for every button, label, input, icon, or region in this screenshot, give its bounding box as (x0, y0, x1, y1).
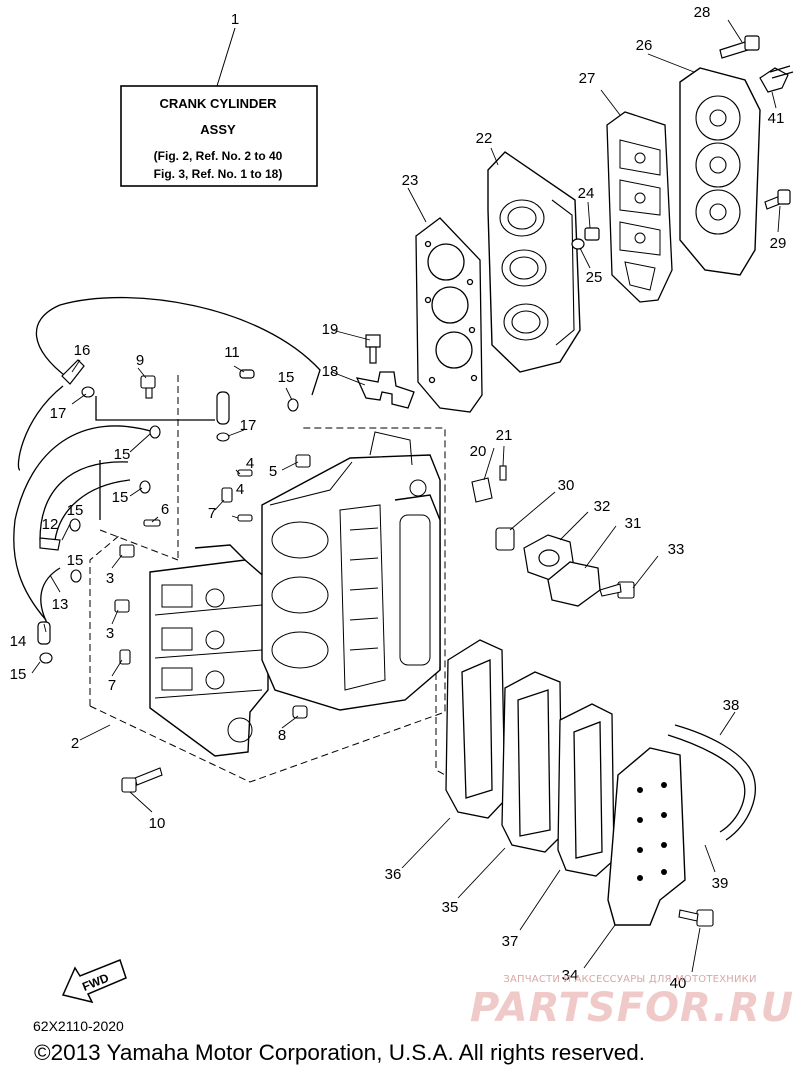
small-fasteners (114, 375, 714, 927)
callout-21: 21 (496, 427, 513, 444)
callout-15b: 15 (67, 552, 84, 569)
callout-32: 32 (594, 498, 611, 515)
callout-33: 33 (668, 541, 685, 558)
exhaust-plate-35 (501, 671, 563, 853)
callout-7a: 7 (208, 505, 216, 522)
callout-8: 8 (278, 727, 286, 744)
cylinder-head-22 (487, 151, 581, 373)
head-gasket-23 (415, 217, 483, 413)
callout-1: 1 (231, 11, 239, 28)
hose-14 (37, 621, 51, 645)
callout-16: 16 (74, 342, 91, 359)
thermostat-cover-31 (547, 561, 601, 607)
clamp-bracket-18 (355, 371, 415, 409)
hoses (13, 296, 321, 626)
watermark: ЗАПЧАСТИ И АКСЕССУАРЫ ДЛЯ МОТОТЕХНИКИ PA… (470, 974, 795, 1031)
callout-23: 23 (402, 172, 419, 189)
callout-15a: 15 (10, 666, 27, 683)
watermark-logo: PARTSFOR.RU (470, 985, 795, 1031)
head-cover-26 (679, 67, 761, 276)
callout-15d: 15 (112, 489, 129, 506)
info-title-1: CRANK CYLINDER (160, 96, 278, 111)
leader-lines (31, 19, 781, 973)
callout-3b: 3 (106, 625, 114, 642)
hose-16 (61, 359, 85, 385)
exhaust-gasket-36 (445, 639, 506, 819)
callout-12: 12 (42, 516, 59, 533)
exhaust-cover-34 (607, 747, 686, 926)
assembly-outline (89, 375, 446, 783)
callout-15c: 15 (67, 502, 84, 519)
callout-37: 37 (502, 933, 519, 950)
callout-11: 11 (224, 344, 240, 361)
info-box: CRANK CYLINDER ASSY (Fig. 2, Ref. No. 2 … (120, 27, 318, 187)
callout-31: 31 (625, 515, 642, 532)
callout-7b: 7 (108, 677, 116, 694)
callout-20: 20 (470, 443, 487, 460)
callout-40: 40 (670, 975, 687, 992)
bolt-19 (365, 334, 381, 364)
drawing-code: 62X2110-2020 (33, 1018, 124, 1034)
info-ref-1: (Fig. 2, Ref. No. 2 to 40 (154, 149, 283, 163)
callout-14: 14 (10, 633, 27, 650)
fwd-arrow: FWD (61, 959, 127, 1004)
callout-36: 36 (385, 866, 402, 883)
callout-34: 34 (562, 967, 579, 984)
callout-29: 29 (770, 235, 787, 252)
callout-3a: 3 (106, 570, 114, 587)
head-cover-gasket-27 (606, 111, 673, 303)
plug-24 (571, 227, 600, 250)
callout-28: 28 (694, 4, 711, 21)
bolt-28 (719, 35, 760, 59)
callout-38: 38 (723, 697, 740, 714)
callout-24: 24 (578, 185, 595, 202)
callout-18: 18 (322, 363, 339, 380)
callout-22: 22 (476, 130, 493, 147)
crankcase (149, 544, 269, 757)
info-ref-2: Fig. 3, Ref. No. 1 to 18) (154, 167, 283, 181)
callout-4b: 4 (236, 481, 244, 498)
hose-38 (667, 724, 756, 841)
callout-13: 13 (52, 596, 69, 613)
hose-11 (216, 369, 255, 425)
callout-26: 26 (636, 37, 653, 54)
bolt-29 (764, 189, 791, 210)
callout-10: 10 (149, 815, 166, 832)
cylinder-block (261, 431, 441, 711)
callout-25: 25 (586, 269, 603, 286)
exhaust-gasket-37 (557, 703, 615, 877)
hose-12 (39, 537, 61, 551)
callout-19: 19 (322, 321, 339, 338)
watermark-tagline: ЗАПЧАСТИ И АКСЕССУАРЫ ДЛЯ МОТОТЕХНИКИ (503, 974, 757, 985)
callout-27: 27 (579, 70, 596, 87)
thermo-sensor-41 (759, 65, 794, 93)
callout-6: 6 (161, 501, 169, 518)
callout-15f: 15 (278, 369, 295, 386)
callout-15e: 15 (114, 446, 131, 463)
callout-4a: 4 (246, 455, 254, 472)
info-title-2: ASSY (200, 122, 236, 137)
callout-5: 5 (269, 463, 277, 480)
callout-41: 41 (768, 110, 785, 127)
callout-35: 35 (442, 899, 459, 916)
callout-2: 2 (71, 735, 79, 752)
callout-17a: 17 (50, 405, 67, 422)
copyright-notice: ©2013 Yamaha Motor Corporation, U.S.A. A… (34, 1040, 646, 1065)
callout-9: 9 (136, 352, 144, 369)
callout-30: 30 (558, 477, 575, 494)
callout-17b: 17 (240, 417, 257, 434)
callout-39: 39 (712, 875, 729, 892)
callout-numbers: 1 2 3 3 4 4 5 6 7 7 8 9 10 11 12 13 14 1… (10, 4, 787, 992)
